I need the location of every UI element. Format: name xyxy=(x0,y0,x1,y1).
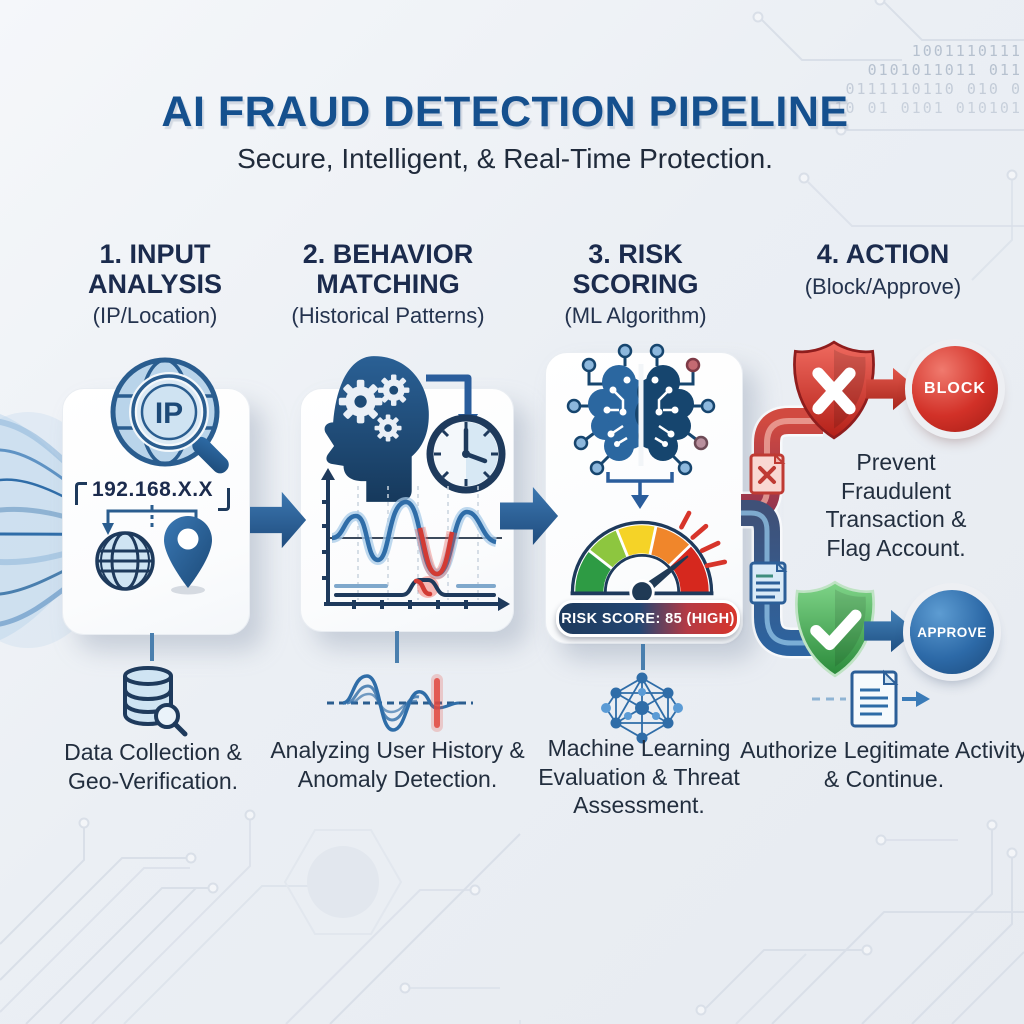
stage-3-subtitle: (ML Algorithm) xyxy=(564,303,707,329)
binary-line: 0111110110 010 0 xyxy=(845,80,1022,98)
stage-4-subtitle: (Block/Approve) xyxy=(804,273,962,299)
stage-2-caption: Analyzing User History & Anomaly Detecti… xyxy=(270,737,525,792)
stage-2-header: 2. BEHAVIOR MATCHING (Historical Pattern… xyxy=(273,239,503,329)
stage-1-title: 1. INPUT ANALYSIS xyxy=(87,239,223,299)
clock-icon xyxy=(426,414,506,494)
stage-2-title: 2. BEHAVIOR MATCHING xyxy=(302,239,474,299)
globe-icon xyxy=(95,531,155,591)
page-title: AI FRAUD DETECTION PIPELINE xyxy=(161,88,849,136)
document-forward-icon xyxy=(812,669,930,728)
ip-address-text: 192.168.X.X xyxy=(91,478,214,501)
risk-score-badge: RISK SCORE: 85 (HIGH) xyxy=(556,600,740,637)
ip-address: 192.168.X.X xyxy=(75,478,230,511)
stage-1-subtitle: (IP/Location) xyxy=(92,303,218,329)
flow-arrow-1 xyxy=(250,491,307,549)
risk-gauge-icon xyxy=(570,510,728,605)
approve-button[interactable]: APPROVE xyxy=(910,590,994,674)
block-button[interactable]: BLOCK xyxy=(912,346,998,432)
approved-document-icon xyxy=(749,560,788,605)
flow-arrow-2 xyxy=(500,486,559,546)
binary-line: 0101011011 011 xyxy=(867,61,1022,79)
block-button-label: BLOCK xyxy=(924,380,986,397)
connector-stage-2 xyxy=(395,631,399,663)
stage-4-title: 4. ACTION xyxy=(816,239,950,269)
stage-2-subtitle: (Historical Patterns) xyxy=(291,303,485,329)
head-gears-icon xyxy=(324,356,429,502)
block-shield-x-icon xyxy=(793,340,875,440)
page-subtitle: Secure, Intelligent, & Real-Time Protect… xyxy=(237,143,773,174)
approve-arrow xyxy=(864,609,916,653)
ip-label: IP xyxy=(155,397,183,430)
connector-stage-1 xyxy=(150,633,154,661)
waveform-chart-icon xyxy=(321,468,510,611)
connector-stage-3 xyxy=(641,644,645,670)
block-arrow xyxy=(866,367,918,411)
block-caption: Prevent Fraudulent Transaction & Flag Ac… xyxy=(825,449,967,561)
approve-button-label: APPROVE xyxy=(917,624,987,640)
gear-icon xyxy=(338,374,410,442)
alert-ticks xyxy=(679,510,728,569)
binary-line: 10 01 0101 010101 xyxy=(834,99,1022,117)
ip-magnifier-globe-icon: IP xyxy=(110,357,229,474)
neural-network-icon xyxy=(601,672,683,744)
stage-3-title: 3. RISK SCORING xyxy=(572,239,699,299)
binary-digits: 1001110111 0101011011 011 0111110110 010… xyxy=(834,42,1022,118)
flagged-document-icon xyxy=(749,452,786,495)
binary-line: 1001110111 xyxy=(911,42,1022,60)
approve-caption: Authorize Legitimate Activity & Continue… xyxy=(740,737,1024,792)
bracket-left xyxy=(75,481,87,505)
stage-3-header: 3. RISK SCORING (ML Algorithm) xyxy=(548,239,723,329)
brain-to-gauge-arrow xyxy=(606,472,674,509)
stage-1-header: 1. INPUT ANALYSIS (IP/Location) xyxy=(55,239,255,329)
bracket-right xyxy=(218,487,230,511)
stage-1-caption: Data Collection & Geo-Verification. xyxy=(64,739,242,794)
decision-pipes xyxy=(735,405,823,659)
approve-shield-check-icon xyxy=(795,580,875,678)
location-pin-icon xyxy=(164,516,212,595)
stage-3-caption: Machine Learning Evaluation & Threat Ass… xyxy=(538,735,740,819)
database-search-icon xyxy=(123,666,188,737)
anomaly-wave-icon xyxy=(327,674,473,732)
ai-brain-circuit-icon xyxy=(566,343,716,476)
stage-4-header: 4. ACTION (Block/Approve) xyxy=(763,239,1003,300)
